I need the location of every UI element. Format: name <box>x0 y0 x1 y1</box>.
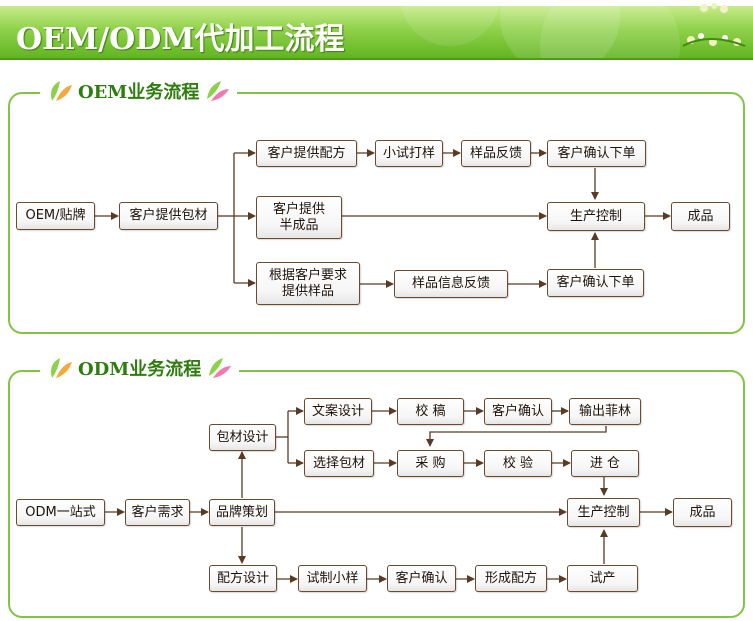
node-odm-stock: 进 仓 <box>571 450 639 477</box>
node-oem-trial: 小试打样 <box>375 140 443 167</box>
node-odm-trial-production: 试产 <box>567 565 638 592</box>
node-oem-sample-feedback: 样品反馈 <box>461 140 531 167</box>
flower-decoration-icon <box>682 33 746 47</box>
node-odm-copy: 文案设计 <box>304 398 372 425</box>
node-odm-confirm-b: 客户确认 <box>387 565 456 592</box>
node-oem-production-control: 生产控制 <box>547 202 645 231</box>
node-oem-confirm-2: 客户确认下单 <box>547 269 644 297</box>
oem-panel-title: OEM业务流程 <box>40 76 238 106</box>
node-odm-inspect: 校 验 <box>484 450 552 477</box>
banner-decoration <box>401 6 680 58</box>
node-odm-film: 输出菲林 <box>569 398 641 425</box>
node-oem-formula: 客户提供配方 <box>256 140 357 167</box>
odm-panel-title: ODM业务流程 <box>40 353 240 383</box>
node-oem-request-sample: 根据客户要求 提供样品 <box>256 262 360 305</box>
node-odm-proof: 校 稿 <box>397 398 464 425</box>
node-odm-confirm-a: 客户确认 <box>484 398 552 425</box>
node-oem-product: 成品 <box>671 202 730 231</box>
node-oem-materials: 客户提供包材 <box>119 202 218 230</box>
node-odm-start: ODM一站式 <box>16 499 105 526</box>
node-odm-brand: 品牌策划 <box>209 499 275 526</box>
page-title: OEM/ODM代加工流程 <box>16 22 345 57</box>
header-banner: OEM/ODM代加工流程 <box>0 6 753 60</box>
node-odm-demand: 客户需求 <box>125 499 190 526</box>
node-odm-trial: 试制小样 <box>298 565 367 592</box>
flower-corner-icon <box>700 3 728 13</box>
node-odm-product: 成品 <box>673 498 732 527</box>
leaf-icon <box>207 81 230 101</box>
node-odm-production-control: 生产控制 <box>567 498 640 527</box>
node-odm-formula: 配方设计 <box>209 565 277 592</box>
oem-title-text: OEM业务流程 <box>78 82 200 103</box>
odm-title-text: ODM业务流程 <box>78 359 202 380</box>
node-odm-form-formula: 形成配方 <box>475 565 547 592</box>
node-odm-purchase: 采 购 <box>397 450 464 477</box>
leaf-icon <box>209 358 232 378</box>
node-oem-semi-finished: 客户提供 半成品 <box>256 196 342 239</box>
node-oem-start: OEM/贴牌 <box>16 202 95 230</box>
leaf-icon <box>51 358 72 378</box>
node-oem-confirm-1: 客户确认下单 <box>547 140 646 167</box>
node-oem-info-feedback: 样品信息反馈 <box>394 270 508 298</box>
node-odm-select-package: 选择包材 <box>304 450 374 477</box>
leaf-icon <box>51 81 72 101</box>
node-odm-package: 包材设计 <box>209 424 276 451</box>
